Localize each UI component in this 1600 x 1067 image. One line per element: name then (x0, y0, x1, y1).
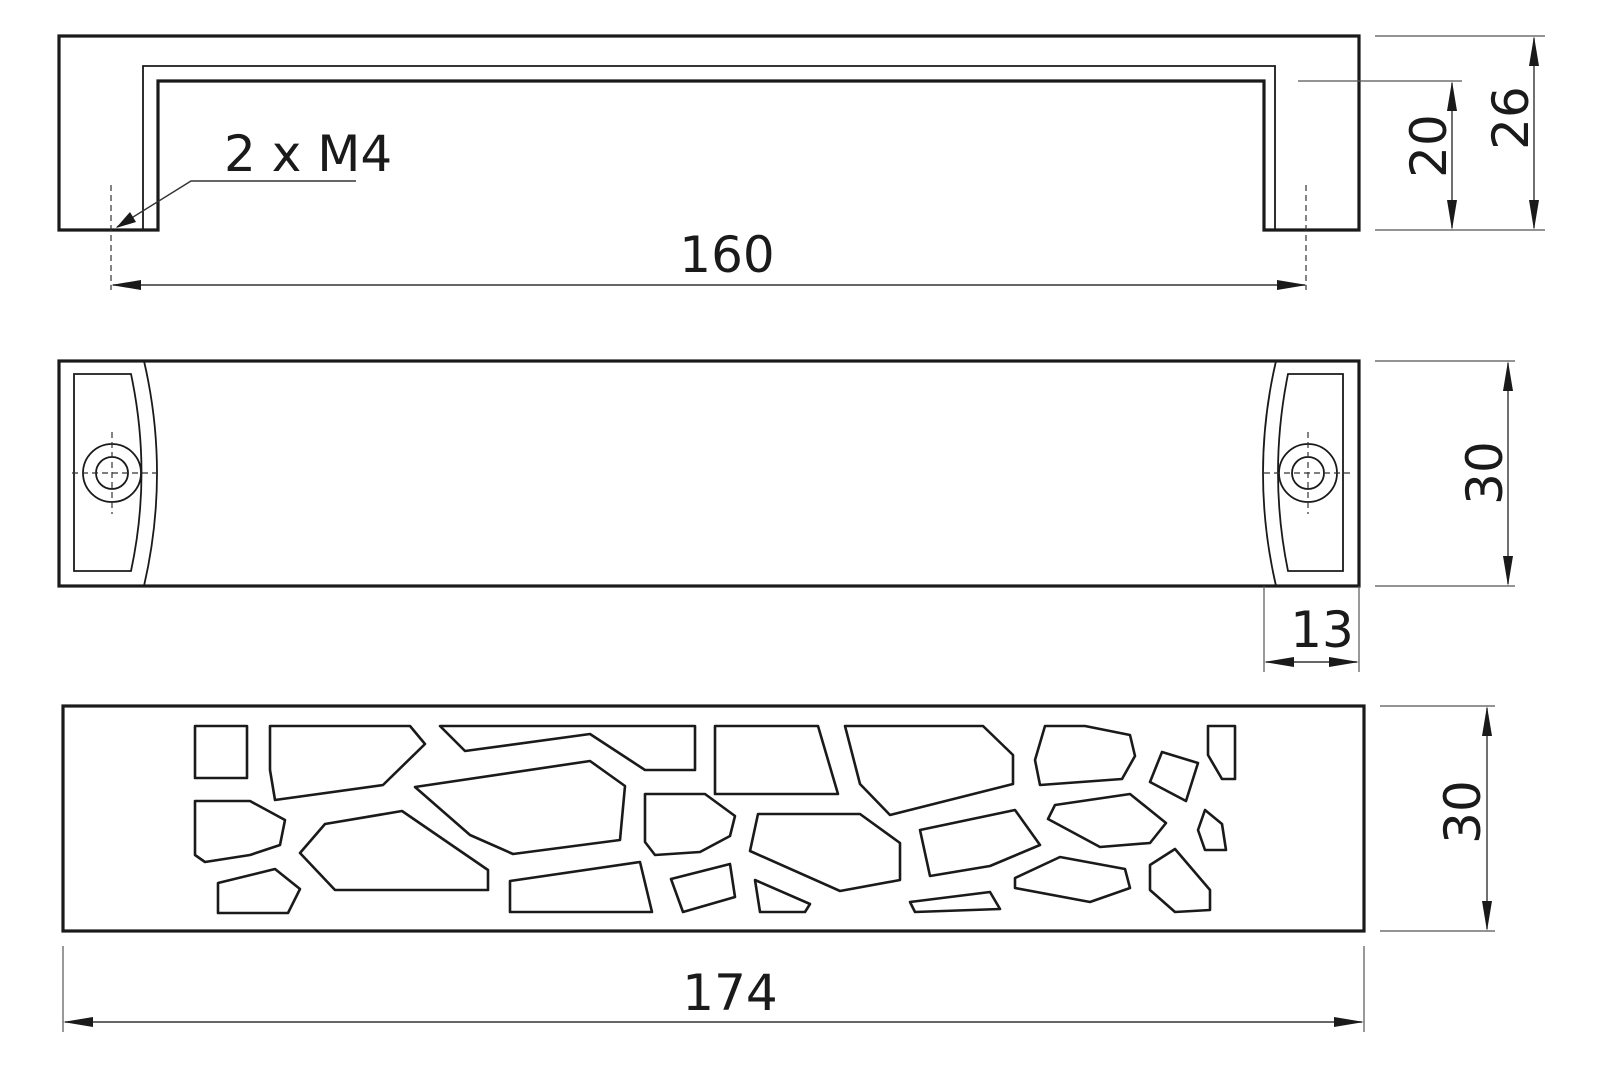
cutout-shape-3 (438, 724, 697, 772)
cutout-shape-20 (753, 878, 812, 914)
cutout-shape-19 (669, 862, 737, 914)
dim-30-front-label: 30 (1434, 780, 1492, 844)
side-profile-view: 2 x M4 160 20 26 (57, 34, 1545, 290)
decorative-cutout-pattern (193, 724, 1237, 915)
cutout-shape-17 (216, 867, 302, 915)
cutout-shape-22 (1013, 855, 1132, 904)
cutout-shape-8 (1148, 750, 1200, 803)
dim-160-arrow-right (1277, 280, 1307, 290)
dim-26-label: 26 (1482, 86, 1540, 150)
dim-30-front-arrow-top (1482, 706, 1492, 736)
dim-160-label: 160 (679, 226, 774, 284)
cutout-shape-13 (918, 808, 1042, 878)
cutout-shape-21 (908, 890, 1002, 914)
cutout-shape-16 (298, 809, 490, 892)
dim-174-arrow-right (1334, 1017, 1364, 1027)
thread-callout-label: 2 x M4 (224, 125, 392, 183)
dim-160-arrow-left (111, 280, 141, 290)
dim-13-label: 13 (1290, 601, 1354, 659)
handle-profile-inner-edge (142, 65, 1276, 230)
dim-20-arrow-bottom (1447, 200, 1457, 230)
cutout-shape-7 (1206, 724, 1237, 781)
cutout-shape-11 (643, 792, 737, 857)
front-view-outline (61, 704, 1366, 933)
dim-20-arrow-top (1447, 81, 1457, 111)
right-end-arc (1262, 360, 1277, 587)
dim-30-mid-arrow-bottom (1503, 556, 1513, 586)
cutout-shape-2 (268, 724, 427, 802)
cutout-shape-23 (1148, 847, 1212, 914)
cutout-shape-5 (843, 724, 1015, 817)
dim-13-arrow-right (1329, 657, 1359, 667)
cutout-shape-18 (508, 860, 654, 914)
cutout-shape-15 (1196, 808, 1228, 852)
dim-30-mid-arrow-top (1503, 361, 1513, 391)
thread-leader-arrow (116, 212, 136, 228)
cutout-shape-12 (748, 812, 902, 893)
cutout-shape-10 (413, 759, 627, 856)
bottom-view-outline (57, 359, 1361, 588)
cutout-shape-9 (193, 799, 287, 864)
dim-30-mid-label: 30 (1456, 441, 1514, 505)
dim-26-arrow-top (1529, 36, 1539, 66)
cutout-shape-6 (1033, 724, 1137, 787)
dim-26-arrow-bottom (1529, 200, 1539, 230)
front-view: 30 174 (61, 704, 1495, 1032)
cutout-shape-4 (713, 724, 840, 796)
left-mount-pocket (73, 373, 143, 572)
cutout-shape-1 (193, 724, 249, 780)
dim-13-arrow-left (1264, 657, 1294, 667)
handle-profile-outline (57, 34, 1361, 232)
bottom-view: 30 13 (57, 359, 1515, 672)
thread-leader-line (116, 180, 356, 228)
dim-30-front-arrow-bottom (1482, 901, 1492, 931)
dim-174-label: 174 (682, 964, 777, 1022)
cutout-shape-14 (1046, 792, 1168, 849)
right-mount-pocket (1277, 373, 1344, 572)
dim-174-arrow-left (63, 1017, 93, 1027)
dim-20-label: 20 (1400, 114, 1458, 178)
